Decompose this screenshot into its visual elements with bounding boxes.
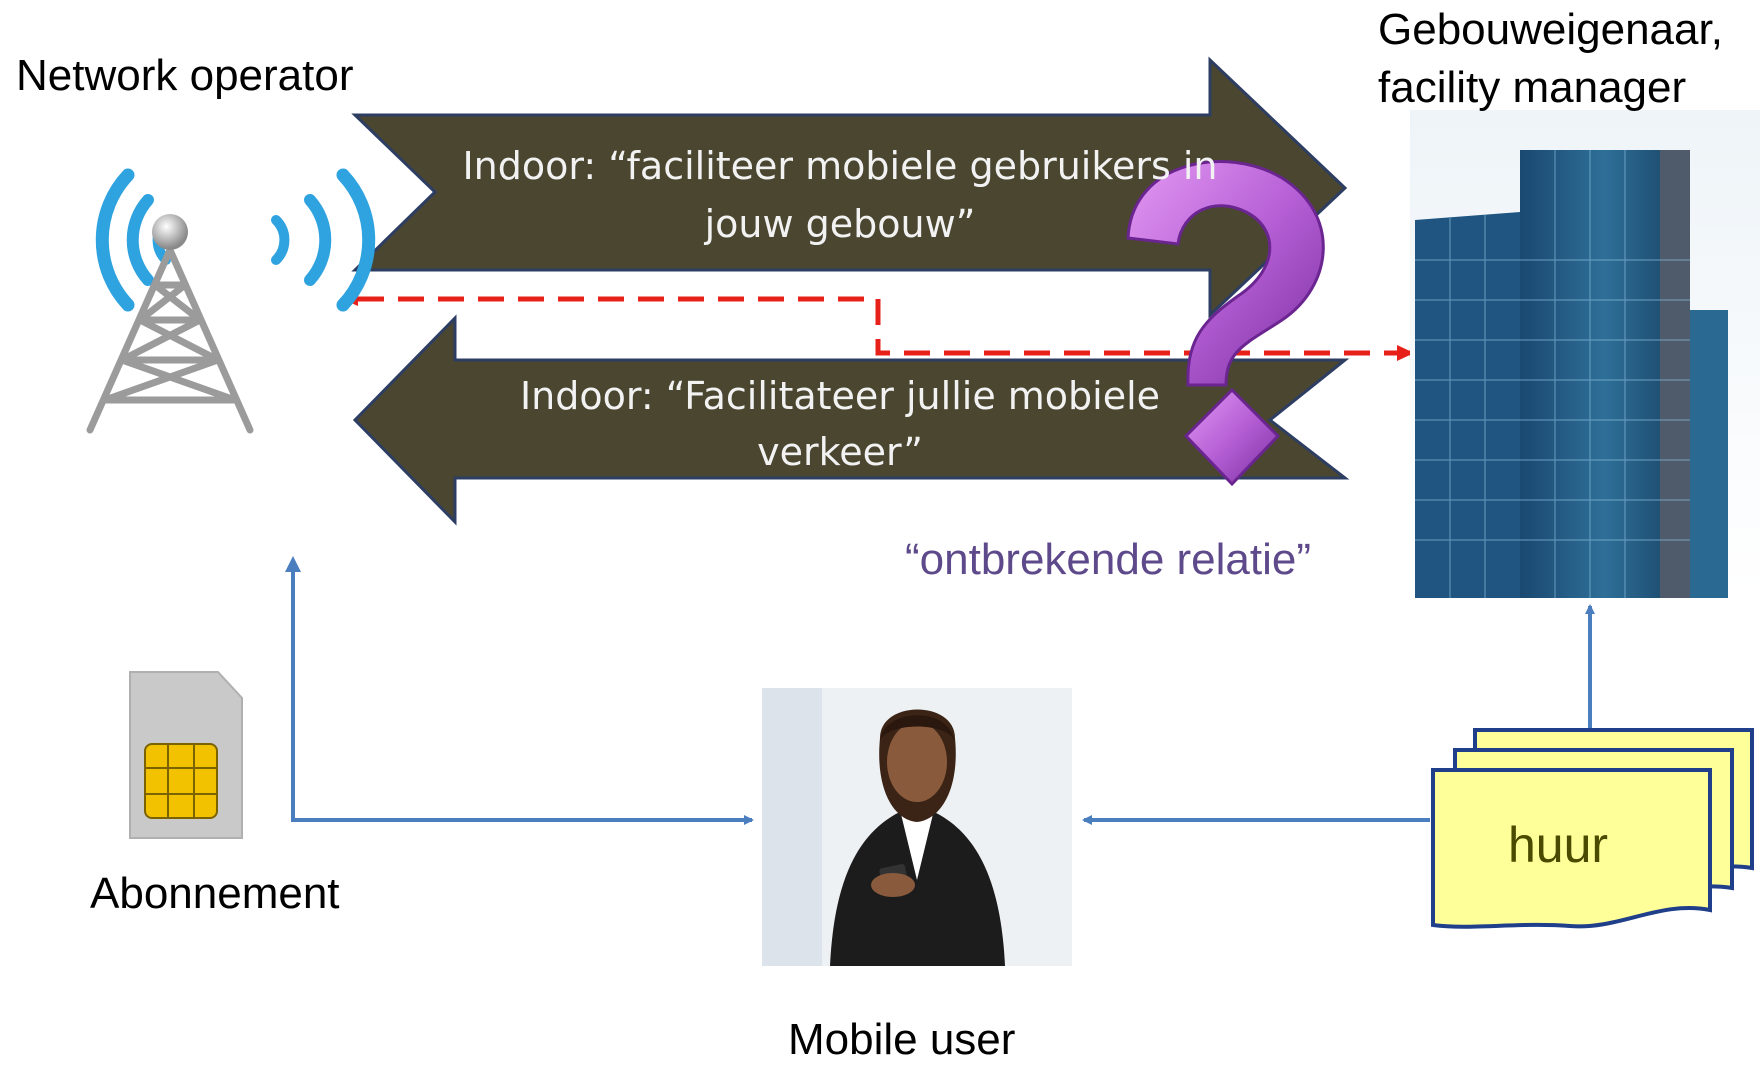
dashed-arrowhead-building bbox=[1397, 345, 1414, 361]
lease-label: huur bbox=[1508, 817, 1609, 873]
network-operator-label: Network operator bbox=[16, 51, 354, 100]
subscription-connector bbox=[291, 562, 754, 825]
question-mark-icon bbox=[1126, 160, 1325, 487]
request-arrow-left bbox=[352, 314, 1350, 526]
subscription-label: Abonnement bbox=[90, 869, 340, 918]
building-owner-label-line2: facility manager bbox=[1378, 63, 1687, 112]
offer-arrow-right bbox=[351, 56, 1348, 319]
missing-relation-dashed-line bbox=[342, 292, 1410, 356]
request-arrow-text-line2: verkeer” bbox=[757, 430, 923, 474]
sim-card-icon bbox=[129, 671, 243, 839]
lease-documents-icon bbox=[1431, 728, 1754, 929]
mobile-user-photo bbox=[762, 688, 1072, 966]
offer-arrow-text-line2: jouw gebouw” bbox=[704, 202, 976, 246]
building-icon bbox=[1410, 110, 1760, 598]
mobile-user-label: Mobile user bbox=[788, 1015, 1016, 1064]
request-arrow-text-line1: Indoor: “Facilitateer jullie mobiele bbox=[519, 374, 1161, 418]
antenna-tower-icon bbox=[86, 168, 376, 434]
operator-arrowhead bbox=[285, 556, 301, 572]
building-owner-label-line1: Gebouweigenaar, bbox=[1378, 5, 1723, 54]
offer-arrow-text-line1: Indoor: “faciliteer mobiele gebruikers i… bbox=[462, 144, 1218, 188]
missing-relation-label: “ontbrekende relatie” bbox=[905, 535, 1312, 584]
